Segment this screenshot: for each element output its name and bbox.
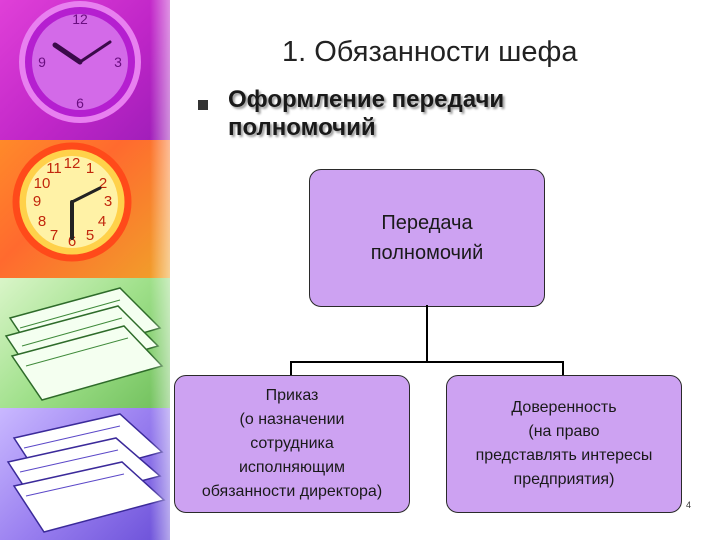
- root-box: Передача полномочий: [309, 169, 545, 307]
- child-line: сотрудника: [250, 435, 334, 452]
- page-number: 4: [686, 500, 692, 510]
- bullet-text: Оформление передачи полномочий: [228, 86, 505, 141]
- svg-text:10: 10: [34, 175, 51, 192]
- child-line: предприятия): [513, 471, 615, 488]
- connector-right: [562, 361, 564, 376]
- purple-papers-panel: [0, 408, 170, 540]
- child-line: представлять интересы: [475, 447, 653, 464]
- root-line: полномочий: [370, 242, 484, 264]
- svg-text:6: 6: [76, 95, 84, 111]
- svg-text:7: 7: [50, 227, 58, 244]
- bullet-square-icon: [198, 100, 208, 110]
- svg-text:11: 11: [46, 160, 62, 177]
- child-box-power-of-attorney: Доверенность (на право представлять инте…: [446, 375, 682, 513]
- svg-text:6: 6: [68, 233, 76, 250]
- child-line: (о назначении: [239, 411, 345, 428]
- svg-text:5: 5: [86, 227, 94, 244]
- purple-clock-panel: 12 3 6 9: [0, 0, 170, 140]
- root-line: Передача: [381, 212, 473, 234]
- child-line: Доверенность: [511, 399, 617, 416]
- strip-fade: [150, 0, 170, 540]
- child-box-order: Приказ (о назначении сотрудника исполняю…: [174, 375, 410, 513]
- svg-text:1: 1: [86, 160, 94, 177]
- child-line: Приказ: [265, 387, 319, 404]
- svg-text:4: 4: [98, 213, 106, 230]
- child-line: (на право: [528, 423, 600, 440]
- svg-text:9: 9: [33, 193, 41, 210]
- svg-text:12: 12: [64, 155, 81, 172]
- paper-stack-icon: [6, 413, 166, 533]
- slide-title: 1. Обязанности шефа: [282, 36, 578, 68]
- child-line: исполняющим: [238, 459, 346, 476]
- svg-text:2: 2: [99, 175, 107, 192]
- svg-text:12: 12: [72, 11, 88, 27]
- child-line: обязанности директора): [201, 483, 383, 500]
- svg-text:3: 3: [104, 193, 112, 210]
- connector-left: [290, 361, 292, 376]
- green-papers-panel: [0, 278, 170, 408]
- connector-horizontal: [290, 361, 563, 363]
- svg-text:8: 8: [38, 213, 46, 230]
- connector-vertical: [426, 305, 428, 362]
- paper-stack-icon: [4, 287, 164, 401]
- svg-text:3: 3: [114, 54, 122, 70]
- clock-icon: 12 3 6 9: [19, 1, 141, 123]
- svg-text:9: 9: [38, 54, 46, 70]
